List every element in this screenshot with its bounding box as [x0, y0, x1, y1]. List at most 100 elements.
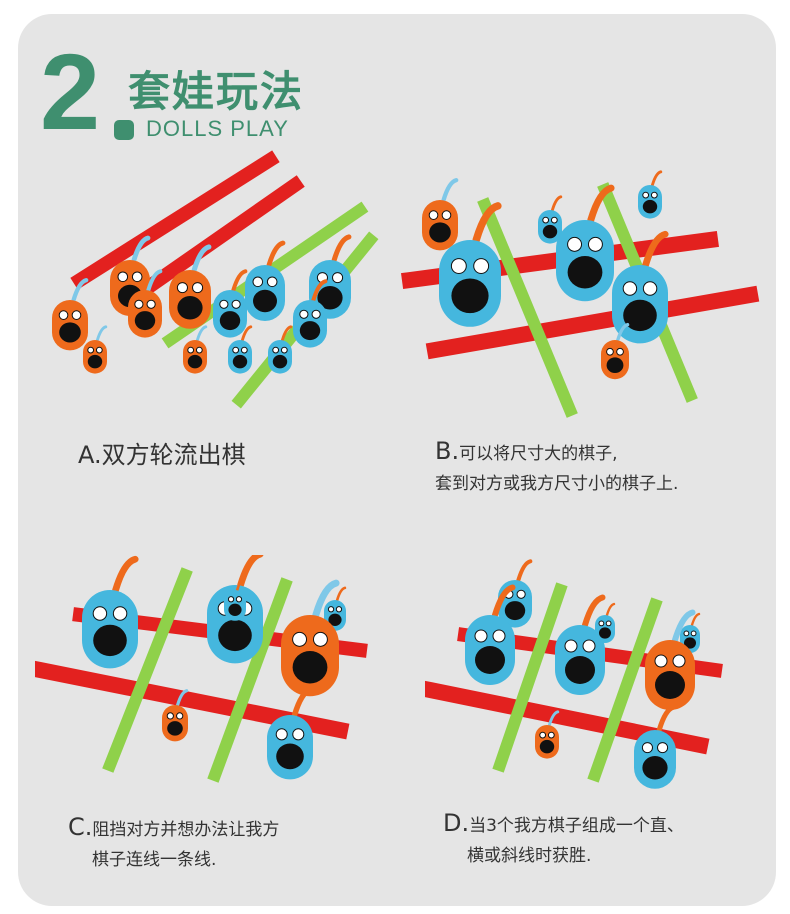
- doll-hair: [616, 322, 630, 342]
- doll-mouth: [219, 311, 241, 331]
- step-c-line1: 阻挡对方并想办法让我方: [92, 820, 280, 840]
- doll-eye: [195, 346, 203, 354]
- doll-mouth: [276, 743, 304, 770]
- doll-eye: [657, 742, 669, 754]
- doll-eye: [134, 299, 144, 309]
- doll-eye: [672, 654, 686, 668]
- scene-c-illustration: [35, 555, 368, 783]
- scene-a-illustration: [52, 150, 379, 409]
- doll-eye: [266, 276, 278, 288]
- step-d-line1: 当3个我方棋子组成一个直、: [469, 816, 684, 836]
- doll-eye: [598, 620, 605, 627]
- doll-mouth: [218, 619, 252, 652]
- doll-eye: [292, 631, 308, 647]
- doll-eye: [622, 281, 638, 296]
- doll-hair: [237, 555, 264, 589]
- doll-hair: [547, 710, 560, 727]
- doll-eye: [232, 346, 240, 354]
- doll-eye: [58, 310, 69, 320]
- doll-eye: [441, 210, 452, 220]
- doll-eye: [473, 258, 490, 274]
- doll-mouth: [504, 601, 526, 621]
- doll-eye: [219, 299, 229, 309]
- doll-hair: [131, 235, 151, 263]
- green-bar: [477, 197, 578, 418]
- doll-mouth: [539, 739, 555, 754]
- doll-mouth: [599, 627, 611, 639]
- doll-mouth: [292, 650, 328, 684]
- doll-eye: [192, 282, 204, 294]
- doll-mouth: [232, 354, 248, 369]
- doll-hair: [672, 609, 696, 643]
- doll-hair: [587, 184, 615, 224]
- step-d-line2: 横或斜线时获胜.: [467, 846, 592, 866]
- doll-mouth: [317, 286, 343, 310]
- doll-eye: [332, 272, 344, 284]
- doll-hair: [550, 195, 563, 212]
- doll-mouth: [93, 624, 127, 657]
- doll-hair: [311, 279, 328, 303]
- doll-mouth: [642, 199, 658, 214]
- doll-eye: [240, 346, 248, 354]
- doll-mouth: [177, 296, 203, 320]
- doll-eye: [95, 346, 103, 354]
- doll-mouth: [606, 357, 624, 374]
- doll-eye: [311, 309, 321, 319]
- doll-hair: [191, 244, 212, 273]
- doll-mouth: [299, 321, 321, 341]
- doll-hair: [176, 689, 189, 707]
- step-a-letter: A.: [78, 441, 102, 469]
- step-b-line2: 套到对方或我方尺寸小的棋子上.: [435, 474, 679, 494]
- doll-hair: [195, 325, 208, 342]
- doll-hair: [112, 555, 139, 594]
- doll-hair: [605, 602, 616, 617]
- doll-eye: [641, 742, 653, 754]
- red-bar: [425, 285, 760, 360]
- doll-eye: [146, 299, 156, 309]
- doll-hair: [235, 576, 247, 592]
- step-a-caption: A.双方轮流出棋: [78, 440, 246, 470]
- doll-eye: [606, 347, 614, 356]
- doll-eye: [642, 281, 658, 296]
- doll-eye: [131, 271, 143, 283]
- doll-eye: [616, 347, 624, 356]
- step-b-caption: B.可以将尺寸大的棋子, 套到对方或我方尺寸小的棋子上.: [435, 436, 678, 499]
- doll-eye: [176, 712, 184, 720]
- doll-mouth: [475, 646, 505, 674]
- doll-mouth: [655, 671, 685, 699]
- section-title: 套娃玩法: [128, 67, 305, 116]
- doll-hair: [642, 230, 669, 269]
- doll-mouth: [684, 637, 696, 649]
- doll-eye: [335, 606, 343, 613]
- green-bar: [207, 577, 293, 783]
- doll-eye: [166, 712, 174, 720]
- doll-eye: [650, 191, 658, 199]
- doll-eye: [272, 346, 280, 354]
- doll-eye: [176, 282, 188, 294]
- doll-eye: [474, 629, 488, 643]
- doll-eye: [582, 639, 596, 653]
- doll-mouth: [542, 224, 558, 239]
- doll-hair: [492, 584, 516, 618]
- doll-eye: [312, 631, 328, 647]
- doll-hair: [516, 559, 533, 583]
- doll-eye: [683, 630, 690, 637]
- red-bar: [120, 175, 305, 310]
- doll-eye: [550, 216, 558, 224]
- step-c-letter: C.: [68, 813, 93, 841]
- doll-hair: [656, 704, 677, 733]
- green-bar: [102, 567, 193, 773]
- doll-eye: [542, 216, 550, 224]
- step-d-caption: D.当3个我方棋子组成一个直、 横或斜线时获胜.: [443, 808, 684, 871]
- doll-eye: [587, 236, 603, 252]
- doll-eye: [235, 596, 243, 603]
- doll-eye: [117, 271, 129, 283]
- doll-hair: [441, 178, 459, 203]
- doll-mouth: [167, 721, 183, 736]
- doll-mouth: [429, 222, 451, 243]
- doll-eye: [92, 606, 108, 621]
- doll-mouth: [272, 354, 288, 369]
- doll-eye: [605, 620, 612, 627]
- doll-eye: [516, 589, 526, 599]
- doll-hair: [231, 269, 248, 293]
